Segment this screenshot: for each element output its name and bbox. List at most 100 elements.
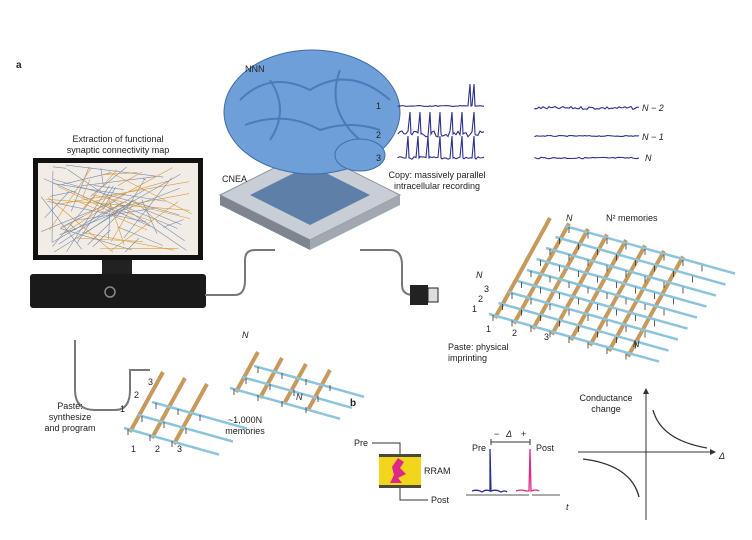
connectivity-edge — [63, 193, 126, 234]
connectivity-edge — [163, 219, 184, 228]
right-grid-side-n: N — [476, 270, 483, 280]
connectivity-edge — [52, 209, 110, 243]
monitor-stand — [102, 260, 132, 276]
nnn-label: NNN — [245, 64, 265, 74]
connectivity-edge — [81, 196, 152, 222]
left-grid-bottom-3: 3 — [177, 444, 182, 454]
spike-timing-plot: Pre Post − Δ + t — [466, 429, 569, 512]
stdp-plot: Conductance change Δ — [578, 388, 725, 520]
connectivity-edge — [58, 201, 123, 245]
connectivity-edge — [68, 222, 77, 231]
top-electrode — [498, 301, 669, 352]
connectivity-edge — [76, 185, 114, 243]
cnea-label: CNEA — [222, 174, 247, 184]
connectivity-edge — [108, 198, 125, 245]
cnea-chip-core — [250, 165, 370, 225]
paste-caption-3: and program — [44, 423, 95, 433]
conductance-label-1: Conductance — [579, 393, 632, 403]
cable-monitor-grid — [74, 340, 150, 411]
connectivity-edge — [124, 237, 140, 253]
right-grid-memories: N² memories — [606, 213, 658, 223]
stdp-x-label: Δ — [718, 451, 725, 461]
spike-post-label: Post — [536, 443, 555, 453]
delta-label: Δ — [505, 429, 512, 439]
top-electrode — [123, 426, 220, 456]
imprinting-caption-1: Paste: physical — [448, 342, 509, 352]
left-grid-side-3: 3 — [148, 377, 153, 387]
trace-2 — [397, 111, 485, 138]
connectivity-edge — [156, 221, 185, 241]
left-grid-memories-1: ~1,000N — [228, 415, 262, 425]
rram-post-label: Post — [431, 495, 450, 505]
connectivity-edge — [142, 178, 146, 181]
conductance-label-2: change — [591, 404, 621, 414]
connectivity-edge — [108, 171, 192, 215]
trace-n-1 — [534, 134, 640, 138]
time-axis-label: t — [566, 502, 569, 512]
connectivity-edge — [43, 178, 151, 227]
connectivity-edge — [60, 216, 84, 228]
top-electrode — [564, 224, 736, 275]
monitor-title-2: synaptic connectivity map — [67, 145, 170, 155]
plug-tip — [427, 287, 439, 303]
top-electrode — [517, 279, 688, 330]
rram-pre-label: Pre — [354, 438, 368, 448]
connectivity-edge — [70, 166, 90, 212]
connectivity-edge — [118, 203, 178, 229]
top-electrode — [536, 257, 707, 308]
right-grid-bottom-n: N — [633, 339, 640, 349]
connectivity-map-lines — [40, 164, 192, 253]
connectivity-edge — [75, 237, 144, 242]
copy-caption-2: intracellular recording — [394, 181, 480, 191]
right-grid-top-n: N — [566, 213, 573, 223]
connectivity-edge — [52, 166, 67, 169]
computer-base — [30, 274, 206, 308]
connectivity-edge — [45, 198, 190, 211]
trace-1 — [397, 83, 485, 108]
connectivity-edge — [108, 203, 111, 239]
connectivity-edge — [91, 194, 191, 219]
pre-spike — [471, 448, 508, 493]
rram-filament — [390, 458, 406, 483]
trace-3 — [397, 135, 485, 161]
connectivity-edge — [53, 183, 166, 202]
connectivity-edge — [51, 171, 54, 243]
left-grid-right-n: N — [296, 392, 303, 402]
top-electrode — [507, 290, 679, 341]
bottom-electrode — [306, 369, 332, 411]
panel-b-label: b — [350, 398, 356, 409]
plus-sign: + — [521, 429, 526, 439]
camera-icon — [104, 286, 116, 298]
connectivity-edge — [53, 179, 180, 216]
connectivity-edge — [65, 164, 164, 178]
right-grid-side-1: 1 — [472, 304, 477, 314]
right-grid-side-3: 3 — [484, 284, 489, 294]
trace-label-n-2: N − 2 — [642, 103, 664, 113]
bottom-electrode — [493, 217, 552, 319]
monitor: Extraction of functional synaptic connec… — [30, 134, 206, 308]
connectivity-edge — [83, 169, 118, 209]
top-electrode — [526, 268, 698, 319]
trace-label-2: 2 — [376, 130, 381, 140]
connectivity-edge — [117, 226, 163, 246]
connectivity-edge — [49, 190, 76, 197]
left-grid-side-1: 1 — [120, 404, 125, 414]
rram-top-electrode — [379, 454, 421, 457]
connectivity-edge — [47, 200, 147, 223]
connectivity-edge — [82, 178, 91, 197]
chip-side-left — [220, 195, 310, 250]
right-grid-bottom-2: 2 — [512, 328, 517, 338]
connectivity-edge — [81, 176, 156, 187]
minus-sign: − — [494, 429, 499, 439]
connectivity-edge — [40, 196, 82, 250]
connectivity-edge — [67, 169, 187, 251]
trace-label-1: 1 — [376, 101, 381, 111]
imprinting-caption-2: imprinting — [448, 353, 487, 363]
right-grid-bottom-3: 3 — [544, 332, 549, 342]
connectivity-edge — [59, 187, 180, 236]
y-arrow-icon — [643, 388, 649, 394]
right-grid-side-2: 2 — [478, 294, 483, 304]
top-electrode — [229, 386, 341, 421]
intracellular-traces: 1 2 3 N − 2 N − 1 N Copy: massively para… — [376, 83, 664, 191]
